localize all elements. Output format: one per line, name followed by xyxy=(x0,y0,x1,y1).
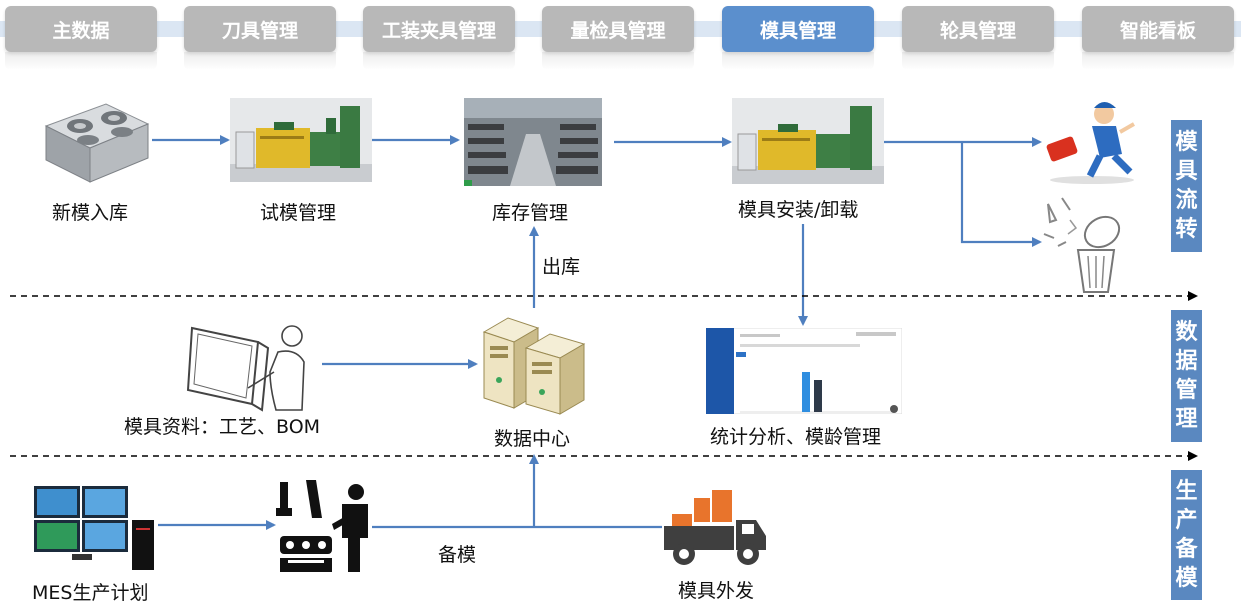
tab-fixture-management[interactable]: 工装夹具管理 xyxy=(363,6,515,52)
tab-reflection xyxy=(5,52,157,70)
statistics-dashboard-screenshot xyxy=(706,328,902,414)
lane-label-char: 转 xyxy=(1175,217,1198,242)
lane-label-char: 模 xyxy=(1175,566,1198,591)
worker-assembly-icon xyxy=(276,480,368,572)
label-mold-documents: 模具资料：工艺、BOM xyxy=(124,416,321,438)
lane-label-char: 生 xyxy=(1175,479,1198,504)
lane-label-char: 据 xyxy=(1175,349,1198,374)
mold-block-icon xyxy=(44,103,150,183)
module-tab-bar: 主数据 刀具管理 工装夹具管理 量检具管理 模具管理 轮具管理 智能看板 xyxy=(0,0,1241,70)
lane-label-char: 数 xyxy=(1175,320,1198,345)
tab-reflection xyxy=(184,52,336,70)
label-inventory-management: 库存管理 xyxy=(492,202,569,224)
lane-label-char: 流 xyxy=(1175,188,1198,213)
tab-wheel-tool-management[interactable]: 轮具管理 xyxy=(902,6,1054,52)
label-new-mold-inbound: 新模入库 xyxy=(52,202,129,224)
mes-workstation-icon xyxy=(34,486,154,570)
delivery-truck-icon xyxy=(664,490,766,565)
tab-reflection xyxy=(1082,52,1234,70)
lane-label-text: 模具流转 xyxy=(1175,128,1197,244)
tab-master-data[interactable]: 主数据 xyxy=(5,6,157,52)
label-statistics-mold-age: 统计分析、模龄管理 xyxy=(710,426,882,448)
lane-label-text: 数据管理 xyxy=(1175,318,1197,434)
server-datacenter-icon xyxy=(482,317,586,415)
die-casting-machine-image xyxy=(732,98,884,184)
tab-reflection xyxy=(542,52,694,70)
lane-label-char: 模 xyxy=(1175,130,1198,155)
arrow-install-to-scrap xyxy=(960,142,1042,247)
label-mold-preparation: 备模 xyxy=(438,544,477,566)
lane-label-mold-circulation: 模具流转 xyxy=(1171,120,1202,252)
label-outbound: 出库 xyxy=(542,256,581,278)
label-mold-ship-out: 模具外发 xyxy=(678,580,755,602)
lane-label-production-prep: 生产备模 xyxy=(1171,470,1202,600)
engineer-monitor-icon xyxy=(186,325,305,412)
warehouse-image xyxy=(464,98,602,186)
tab-gauge-management[interactable]: 量检具管理 xyxy=(542,6,694,52)
lane-label-char: 备 xyxy=(1175,537,1198,562)
tab-smart-dashboard[interactable]: 智能看板 xyxy=(1082,6,1234,52)
tab-reflection xyxy=(722,52,874,70)
label-mes-production-plan: MES生产计划 xyxy=(32,582,149,604)
label-trial-mold-management: 试模管理 xyxy=(260,202,337,224)
lane-label-char: 理 xyxy=(1175,407,1198,432)
tab-mold-management[interactable]: 模具管理 xyxy=(722,6,874,52)
lane-label-char: 管 xyxy=(1175,378,1198,403)
lane-label-char: 产 xyxy=(1175,508,1198,533)
tab-reflection xyxy=(902,52,1054,70)
repair-worker-icon xyxy=(1046,102,1135,184)
label-mold-install-uninstall: 模具安装/卸载 xyxy=(738,199,859,221)
lane-label-data-management: 数据管理 xyxy=(1171,310,1202,442)
scrap-trash-icon xyxy=(1043,197,1121,293)
lane-label-text: 生产备模 xyxy=(1175,477,1197,593)
label-data-center: 数据中心 xyxy=(494,428,571,450)
die-casting-machine-image xyxy=(230,98,372,182)
lane-label-char: 具 xyxy=(1175,159,1198,184)
tab-reflection xyxy=(363,52,515,70)
tab-tool-management[interactable]: 刀具管理 xyxy=(184,6,336,52)
